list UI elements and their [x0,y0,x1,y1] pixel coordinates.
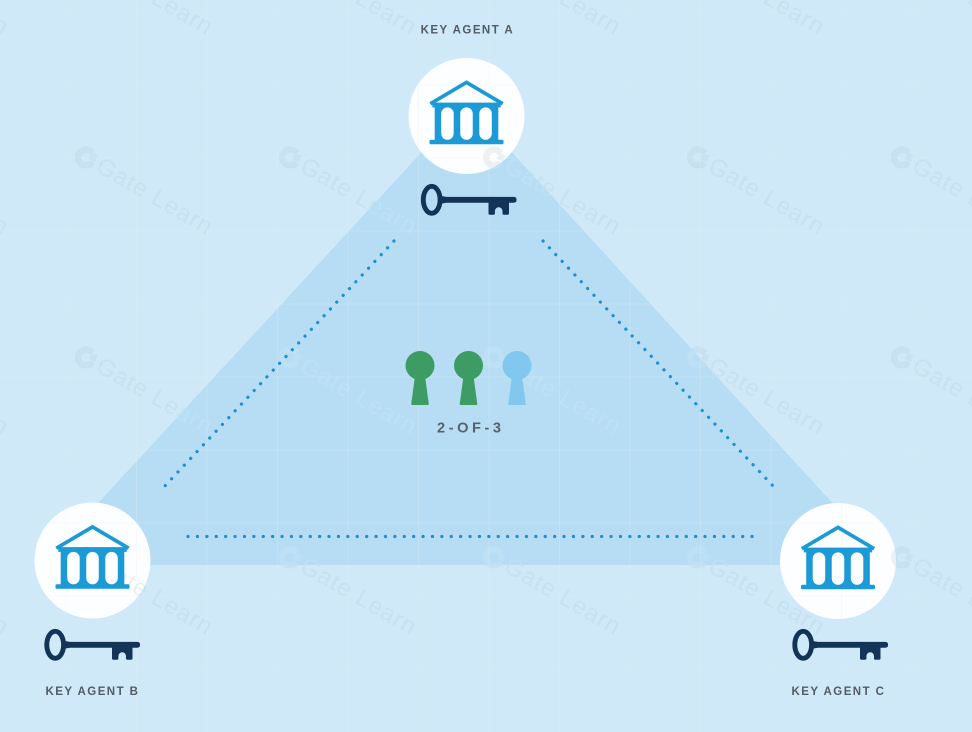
svg-text:KEY AGENT B: KEY AGENT B [46,686,140,698]
svg-text:KEY AGENT C: KEY AGENT C [792,686,886,698]
svg-text:KEY AGENT A: KEY AGENT A [421,24,514,36]
svg-text:2-OF-3: 2-OF-3 [437,421,505,437]
